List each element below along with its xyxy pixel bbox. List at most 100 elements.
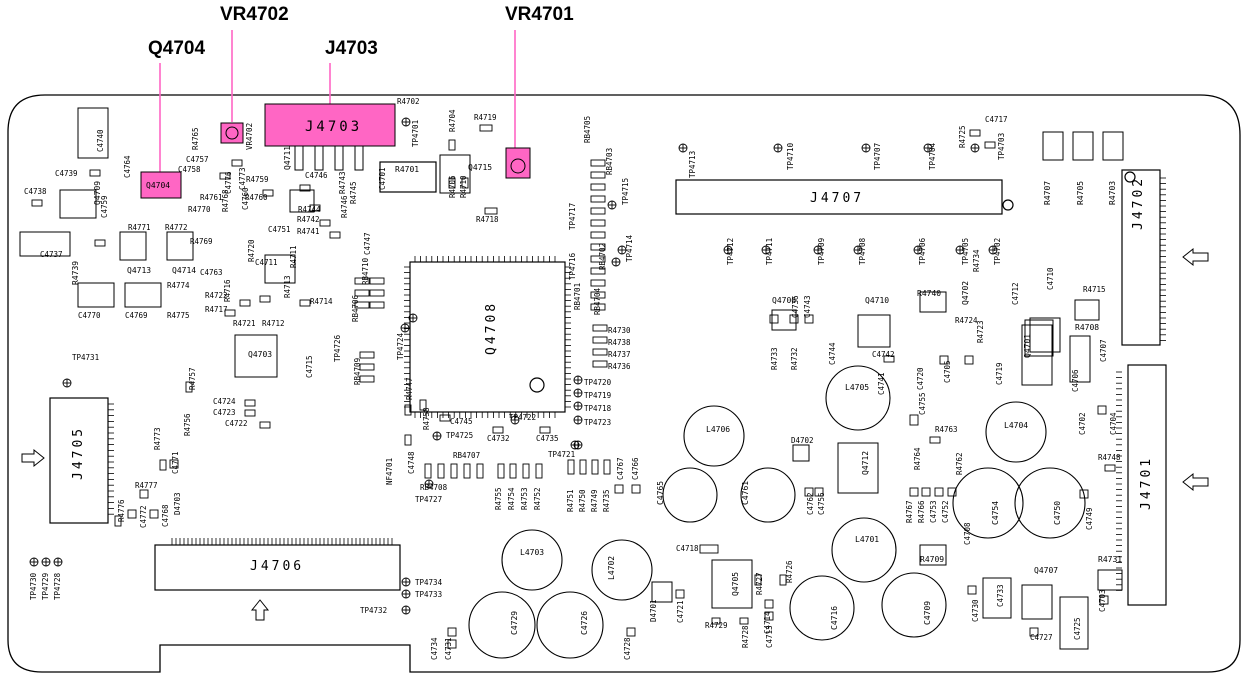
j4706-label: J4706: [250, 559, 304, 574]
ref-label-c4705: C4705: [943, 360, 952, 383]
test-point-23: [510, 415, 520, 425]
ic-outline-8: [77, 282, 115, 308]
ref-label-rb4708: RB4708: [420, 483, 448, 492]
ref-label-c4757: C4757: [186, 155, 209, 164]
q4701-label: Q4701: [1023, 334, 1032, 358]
ref-label-r4715: R4715: [1083, 285, 1106, 294]
chip-part-61: [764, 599, 774, 609]
chip-part-2: [262, 189, 274, 197]
ref-label-c4742: C4742: [872, 350, 895, 359]
chip-part-56: [699, 544, 719, 554]
chip-part-51: [579, 459, 587, 475]
ic-outline-5: [119, 231, 147, 261]
ref-label-r4754: R4754: [507, 487, 516, 510]
chip-part-19: [169, 459, 179, 469]
chip-part-20: [139, 489, 149, 499]
vr4702-highlight: [220, 122, 244, 144]
chip-part-106: [492, 426, 504, 434]
chip-part-87: [592, 348, 608, 356]
chip-part-58: [779, 574, 787, 586]
chip-part-101: [359, 363, 375, 371]
test-point-32: [401, 589, 411, 599]
q4714-label: Q4714: [172, 266, 196, 275]
r4708-label: R4708: [1075, 323, 1099, 332]
test-point-26: [424, 479, 434, 489]
ref-label-tp4728: TP4728: [53, 572, 62, 600]
ref-label-c4743: C4743: [803, 295, 812, 318]
round-component-2: [468, 591, 536, 659]
chip-part-23: [114, 515, 122, 527]
ref-label-r4747: R4747: [405, 377, 414, 400]
ic-outline-2: [837, 442, 879, 494]
ref-label-r4748: R4748: [1098, 453, 1121, 462]
ic-outline-14: [919, 291, 947, 313]
ic-outline-21: [1021, 584, 1053, 620]
test-point-33: [401, 605, 411, 615]
ref-label-c4752: C4752: [941, 500, 950, 523]
ref-label-tp4702: TP4702: [993, 238, 1002, 265]
ic-outline-3: [711, 559, 753, 609]
chip-part-35: [804, 487, 814, 497]
chip-part-54: [614, 484, 624, 494]
ic-outline-4: [59, 189, 97, 219]
test-point-28: [29, 557, 39, 567]
ref-label-c4759: C4759: [100, 195, 109, 218]
ref-label-c4753: C4753: [929, 500, 938, 523]
ref-label-c4773: C4773: [238, 167, 247, 190]
ic-outline-11: [1042, 131, 1064, 161]
chip-part-18: [159, 459, 167, 471]
round-component-1: [740, 467, 796, 523]
chip-part-79: [590, 243, 606, 251]
ref-label-c4763: C4763: [200, 268, 223, 277]
ref-label-r4713: R4713: [283, 275, 292, 298]
ref-label-r4720: R4720: [247, 239, 256, 262]
ref-label-c4728: C4728: [623, 637, 632, 660]
ref-label-r4741: R4741: [297, 227, 320, 236]
ref-label-rb4706: RB4706: [351, 294, 360, 322]
ref-label-r4723: R4723: [976, 320, 985, 343]
ref-label-tp4723: TP4723: [584, 418, 611, 427]
ic-outline-18: [1024, 319, 1054, 357]
ref-label-c4730: C4730: [971, 599, 980, 622]
test-point-15: [988, 245, 998, 255]
chip-part-46: [497, 463, 505, 479]
l4703-label: L4703: [520, 548, 544, 557]
chip-part-6: [329, 231, 341, 239]
chip-part-47: [509, 463, 517, 479]
chip-part-41: [424, 463, 432, 479]
q4703-label: Q4703: [248, 350, 272, 359]
q4710-label: Q4710: [865, 296, 889, 305]
l4701-label: L4701: [855, 535, 879, 544]
chip-part-14: [244, 399, 256, 407]
ref-label-r4762: R4762: [955, 452, 964, 475]
chip-part-49: [535, 463, 543, 479]
ic-outline-23: [1059, 596, 1089, 650]
test-point-21: [573, 415, 583, 425]
chip-part-108: [404, 434, 412, 446]
test-point-17: [408, 313, 418, 323]
ref-label-c4711: C4711: [255, 258, 278, 267]
ref-label-r4761: R4761: [200, 193, 223, 202]
chip-part-53: [603, 459, 611, 475]
ref-label-c4721: C4721: [676, 600, 685, 623]
chip-part-80: [590, 255, 606, 263]
c4761-label: C4761: [741, 481, 750, 505]
l4702-label: L4702: [607, 556, 616, 580]
ref-label-r4764: R4764: [913, 447, 922, 470]
c4754-label: C4754: [991, 501, 1000, 525]
chip-part-25: [789, 314, 799, 324]
ref-label-tp4717: TP4717: [568, 203, 577, 230]
test-point-12: [853, 245, 863, 255]
ref-label-c4731: C4731: [444, 637, 453, 660]
ref-label-r4727: R4727: [755, 572, 764, 595]
chip-part-69: [1099, 595, 1109, 605]
ref-label-rb4707: RB4707: [453, 451, 480, 460]
ref-label-r4736: R4736: [608, 362, 631, 371]
round-component-5: [881, 572, 947, 638]
chip-part-99: [369, 301, 385, 309]
test-point-9: [723, 245, 733, 255]
chip-part-21: [127, 509, 137, 519]
r4731-label: R4731: [1098, 555, 1122, 564]
q4707-label: Q4707: [1034, 566, 1058, 575]
ref-label-r4728: R4728: [741, 625, 750, 648]
